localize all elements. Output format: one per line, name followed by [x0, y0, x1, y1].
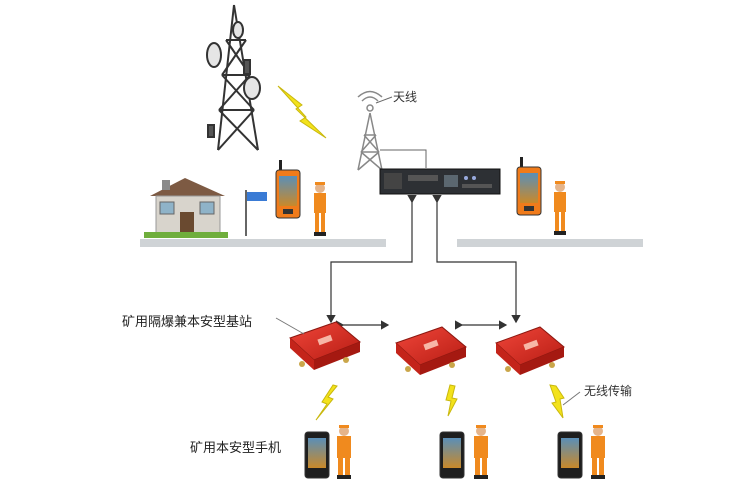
base-station-label: 矿用隔爆兼本安型基站	[122, 311, 252, 330]
handset-icon	[276, 160, 300, 218]
base-station-icon	[290, 322, 360, 370]
worker-icon	[337, 425, 351, 479]
lightning-icon	[446, 385, 457, 416]
handset-icon	[305, 432, 329, 478]
link-server-left	[331, 202, 412, 322]
handset-icon	[517, 157, 541, 215]
ground-left	[140, 239, 386, 247]
handset-icon	[440, 432, 464, 478]
link-server-right	[437, 202, 516, 322]
antenna-cable	[380, 150, 426, 168]
base-station-leader	[276, 318, 304, 334]
worker-icon	[591, 425, 605, 479]
signpost-icon	[245, 190, 267, 236]
wireless-leader	[563, 392, 580, 405]
lightning-icon	[316, 385, 337, 420]
handset-icon	[558, 432, 582, 478]
ground-right	[457, 239, 643, 247]
lightning-icon	[278, 86, 326, 138]
wireless-label: 无线传输	[584, 382, 632, 399]
base-station-icon	[396, 327, 466, 375]
worker-icon	[314, 182, 326, 236]
worker-icon	[554, 181, 566, 235]
handset-label: 矿用本安型手机	[190, 437, 281, 456]
antenna-leader	[376, 97, 392, 103]
worker-icon	[474, 425, 488, 479]
house-icon	[144, 178, 228, 238]
antenna-mast-icon	[358, 92, 382, 171]
lightning-icon	[550, 385, 564, 418]
base-station-icon	[496, 327, 564, 375]
rack-server-icon	[380, 169, 500, 194]
cell-tower-icon	[207, 5, 260, 150]
antenna-label: 天线	[393, 88, 417, 105]
